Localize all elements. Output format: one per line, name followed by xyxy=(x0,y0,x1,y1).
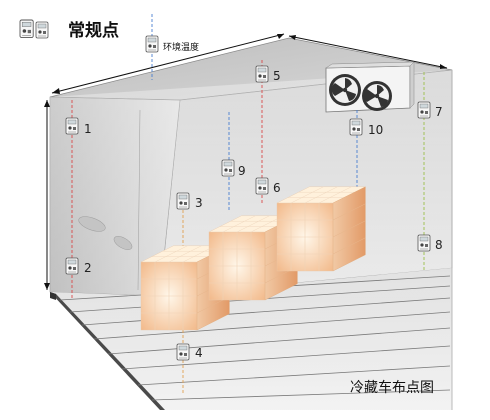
temperature-logger-icon xyxy=(176,343,190,361)
probe-point-label: 7 xyxy=(435,105,443,119)
temperature-logger-icon xyxy=(65,257,79,275)
cargo-stack xyxy=(276,186,366,272)
truck-floor-edge xyxy=(50,292,165,410)
probe-point-label: 9 xyxy=(238,164,246,178)
fan-icon xyxy=(362,81,392,111)
probe-point-label: 2 xyxy=(84,261,92,275)
probe-point-label: 4 xyxy=(195,346,203,360)
ambient-label: 环境温度 xyxy=(163,41,199,53)
temperature-logger-icon xyxy=(349,118,363,136)
probe-point-label: 5 xyxy=(273,69,281,83)
temperature-logger-icon xyxy=(35,21,49,39)
temperature-logger-icon xyxy=(19,19,34,39)
probe-point-label: 1 xyxy=(84,122,92,136)
temperature-logger-icon xyxy=(255,177,269,195)
probe-point-label: 3 xyxy=(195,196,203,210)
refrigeration-unit xyxy=(325,61,415,113)
fan-icon xyxy=(329,74,361,106)
diagram-caption: 冷藏车布点图 xyxy=(350,379,434,396)
truck-roof xyxy=(50,38,452,100)
temperature-logger-icon xyxy=(65,117,79,135)
probe-devices: 1 2 3 4 5 6 7 8 9 10 xyxy=(65,65,443,361)
probe-point-label: 10 xyxy=(368,123,383,137)
legend-label: 常规点 xyxy=(68,20,119,41)
dimension-lines xyxy=(44,33,448,290)
temperature-logger-icon xyxy=(145,35,159,53)
temperature-logger-icon xyxy=(417,101,431,119)
legend: 常规点 xyxy=(19,19,119,41)
temperature-logger-icon xyxy=(176,192,190,210)
temperature-logger-icon xyxy=(19,19,49,39)
temperature-logger-icon xyxy=(255,65,269,83)
probe-point-label: 8 xyxy=(435,238,443,252)
temperature-logger-icon xyxy=(221,159,235,177)
temperature-logger-icon xyxy=(417,234,431,252)
probe-point-label: 6 xyxy=(273,181,281,195)
cargo-stacks xyxy=(140,186,366,331)
